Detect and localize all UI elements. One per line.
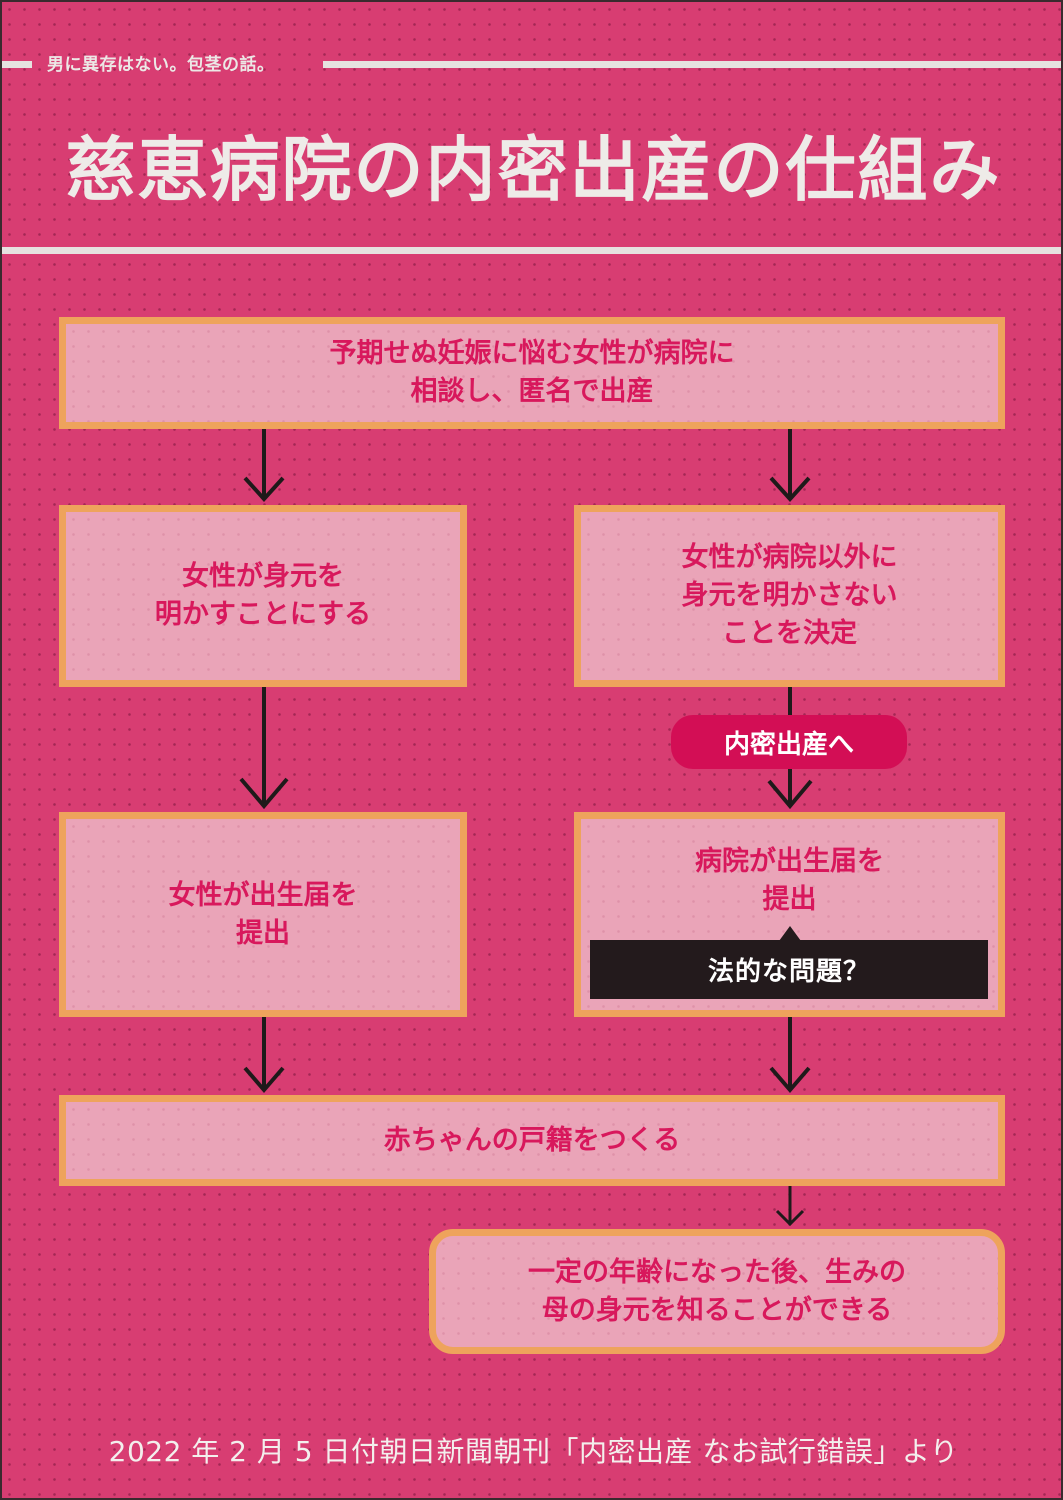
source-citation: 2022 年 2 月 5 日付朝日新聞朝刊「内密出産 なお試行錯誤」より (108, 1435, 959, 1468)
arrow-step4-to-step5 (775, 1186, 805, 1227)
page-title: 慈恵病院の内密出産の仕組み (65, 129, 1002, 211)
left-step2-box: 女性が身元を 明かすことにする (59, 505, 467, 687)
step4-box: 赤ちゃんの戸籍をつくる (59, 1095, 1005, 1186)
top-rule-right (323, 61, 1061, 68)
title-underline (2, 247, 1061, 254)
right-step2-line1: 女性が病院以外に (681, 542, 898, 573)
step5-line1: 一定の年齢になった後、生みの (528, 1256, 906, 1288)
left-step2-line1: 女性が身元を (182, 561, 344, 592)
arrow-step1-to-left (243, 429, 285, 502)
right-step3-line1: 病院が出生届を (695, 846, 884, 877)
right-step2-line2: 身元を明かさない (681, 580, 898, 611)
step1-box: 予期せぬ妊娠に悩む女性が病院に 相談し、匿名で出産 (59, 317, 1005, 429)
arrow-left3-to-step4 (243, 1017, 285, 1094)
confidential-birth-badge: 内密出産へ (671, 715, 907, 769)
step5-line2: 母の身元を知ることができる (541, 1294, 893, 1326)
step1-line2: 相談し、匿名で出産 (410, 376, 654, 407)
arrow-left2-to-left3 (239, 687, 289, 810)
top-rule-left (2, 61, 32, 68)
right-step2-line3: ことを決定 (722, 618, 857, 649)
series-subtitle: 男に異存はない。包茎の話。 (47, 55, 275, 75)
left-step3-line2: 提出 (236, 917, 290, 949)
arrow-step1-to-right (769, 429, 811, 502)
left-step3-box: 女性が出生届を 提出 (59, 812, 467, 1017)
legal-issue-banner: 法的な問題？ (590, 940, 988, 999)
arrow-right3-to-step4 (769, 1017, 811, 1094)
right-step2-box: 女性が病院以外に 身元を明かさない ことを決定 (574, 505, 1005, 687)
left-step2-line2: 明かすことにする (154, 599, 372, 630)
step4-line1: 赤ちゃんの戸籍をつくる (383, 1124, 681, 1156)
step1-line1: 予期せぬ妊娠に悩む女性が病院に (329, 338, 735, 369)
left-step3-line1: 女性が出生届を (168, 879, 358, 911)
right-step3-line2: 提出 (762, 884, 817, 915)
legal-issue-pointer (779, 926, 801, 941)
step5-box: 一定の年齢になった後、生みの 母の身元を知ることができる (429, 1229, 1005, 1354)
